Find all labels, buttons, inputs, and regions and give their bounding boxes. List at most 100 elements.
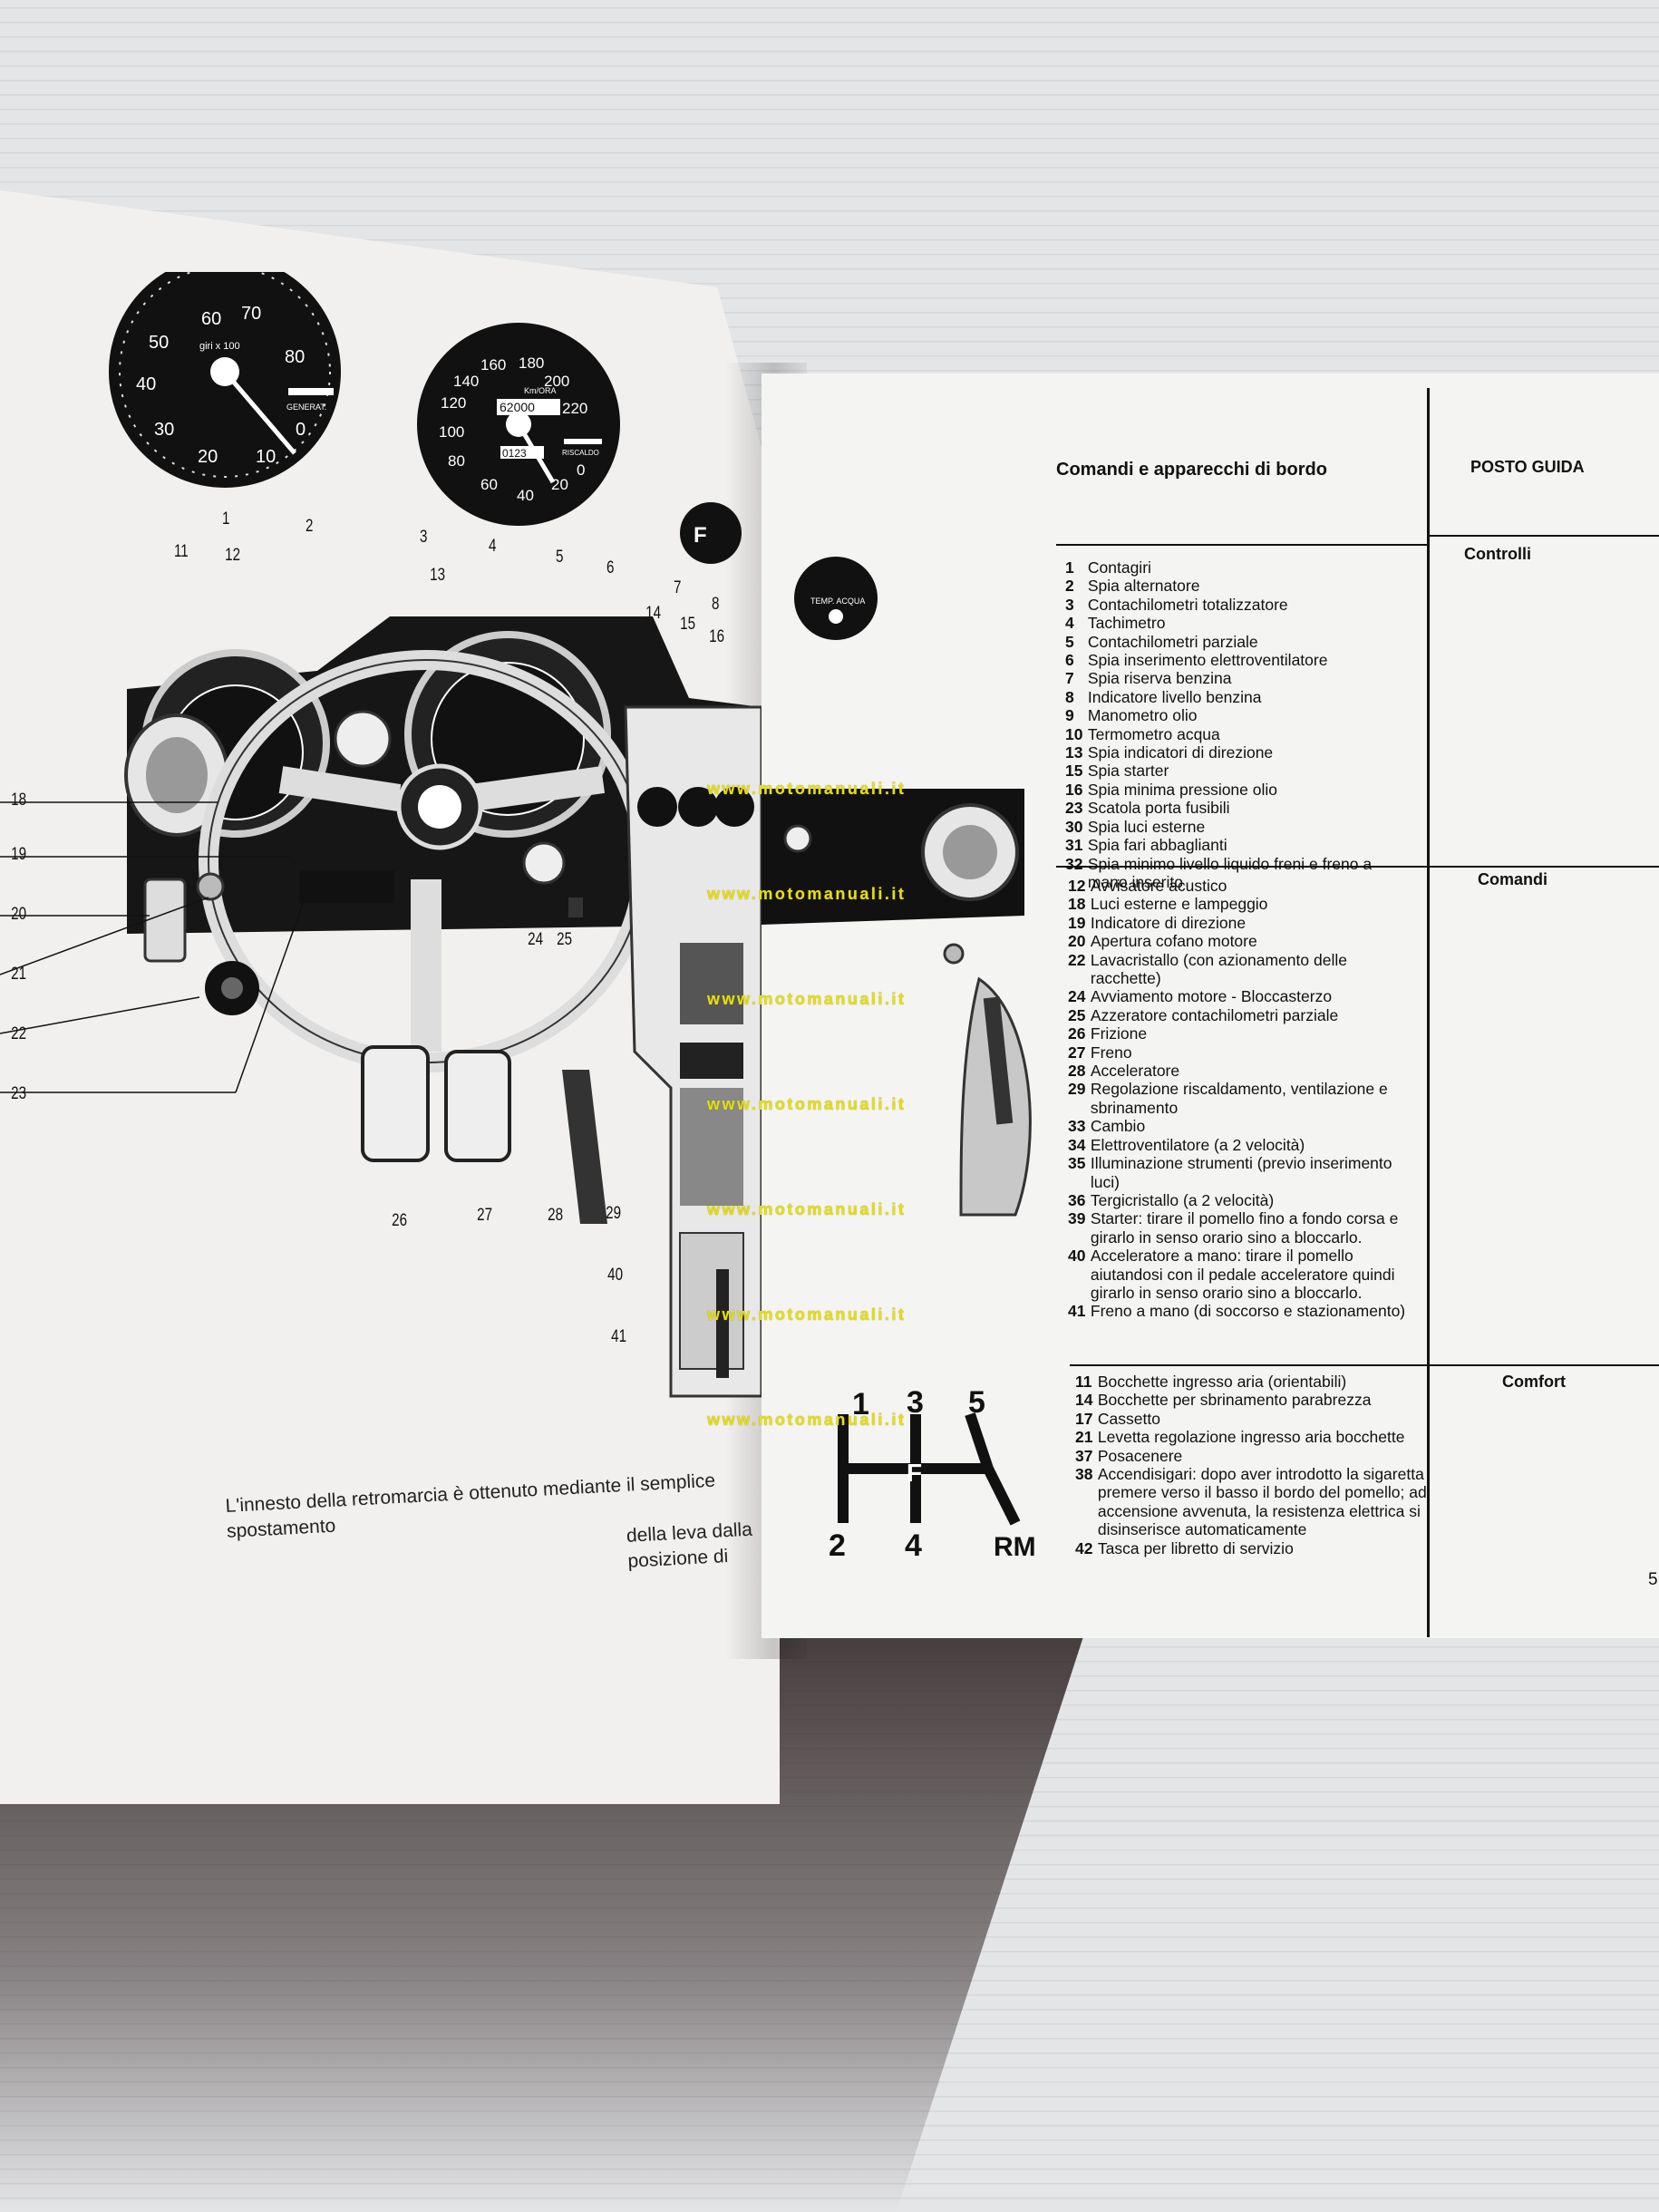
page-title: Comandi e apparecchi di bordo — [1056, 460, 1327, 480]
gear-3: 3 — [907, 1387, 924, 1420]
callout-12: 12 — [225, 546, 241, 565]
tach-label-80: 80 — [285, 347, 305, 367]
watermark-3: www.motomanuali.it — [707, 990, 907, 1008]
callout-6: 6 — [606, 558, 615, 577]
list-item: 12 Avvisatore acustico — [1068, 877, 1227, 895]
callout-23: 23 — [11, 1084, 27, 1103]
callout-40: 40 — [607, 1266, 624, 1285]
gear-2: 2 — [829, 1528, 846, 1559]
tach-label-10: 10 — [256, 447, 276, 467]
callout-20: 20 — [11, 905, 27, 924]
gear-reverse: RM — [994, 1532, 1036, 1559]
callout-14: 14 — [645, 604, 662, 623]
callout-28: 28 — [548, 1206, 564, 1225]
callout-4: 4 — [489, 537, 497, 556]
callout-3: 3 — [420, 528, 428, 547]
callout-leader-lines — [0, 801, 309, 1093]
list-item: 28 Acceleratore — [1068, 1062, 1180, 1081]
callout-11: 11 — [173, 542, 189, 561]
list-item: 34 Elettroventilatore (a 2 velocità) — [1068, 1135, 1305, 1154]
section-label-comandi: Comandi — [1478, 870, 1548, 888]
rule-comfort — [1070, 1364, 1659, 1366]
list-item: 18 Luci esterne e lampeggio — [1068, 895, 1268, 914]
gear-5: 5 — [968, 1387, 985, 1420]
comandi-list: 12 Avvisatore acustico 18 Luci esterne e… — [1068, 877, 1421, 1321]
list-item: 27 Freno — [1068, 1043, 1132, 1062]
list-item: 2 Spia alternatore — [1065, 577, 1200, 596]
watermark-2: www.motomanuali.it — [707, 885, 907, 903]
list-item: 30 Spia luci esterne — [1065, 817, 1206, 836]
watermark-6: www.motomanuali.it — [707, 1305, 907, 1324]
speedo-label-220: 220 — [562, 400, 587, 417]
list-item: 13 Spia indicatori di direzione — [1065, 743, 1274, 762]
list-item: 14 Bocchette per sbrinamento parabrezza — [1075, 1391, 1372, 1410]
rule-controlli-left — [1056, 544, 1430, 546]
list-item: 4 Tachimetro — [1065, 614, 1166, 633]
tach-unit-label: giri x 100 — [199, 341, 240, 352]
speedo-label-40: 40 — [517, 487, 534, 504]
list-item: 29 Regolazione riscaldamento, ventilazio… — [1068, 1080, 1388, 1117]
callout-8: 8 — [712, 595, 720, 614]
callout-16: 16 — [709, 627, 725, 646]
speedo-unit-label: Km/ORA — [524, 386, 557, 395]
list-item: 36 Tergicristallo (a 2 velocità) — [1068, 1190, 1275, 1209]
passenger-dashboard-illustration — [762, 789, 1032, 1217]
odometer-partial: 0123 — [502, 447, 527, 460]
list-item: 33 Cambio — [1068, 1117, 1146, 1136]
tach-label-0: 0 — [296, 420, 306, 440]
tach-label-40: 40 — [136, 374, 156, 394]
list-item: 3 Contachilometri totalizzatore — [1065, 595, 1288, 614]
tach-label-20: 20 — [198, 447, 218, 467]
list-item: 39 Starter: tirare il pomello fino a fon… — [1068, 1209, 1399, 1247]
callout-7: 7 — [674, 578, 682, 597]
center-console — [624, 705, 763, 1398]
list-item: 10 Termometro acqua — [1065, 724, 1220, 743]
odometer-total: 62000 — [500, 400, 535, 414]
list-item: 15 Spia starter — [1065, 762, 1169, 781]
callout-5: 5 — [556, 548, 564, 567]
fuel-gauge: F — [680, 502, 742, 564]
callout-22: 22 — [11, 1024, 27, 1043]
list-item: 6 Spia inserimento elettroventilatore — [1065, 651, 1328, 670]
speedo-riscaldo-label: RISCALDO — [562, 449, 599, 457]
speedo-label-80: 80 — [448, 452, 465, 470]
controlli-list: 1 Contagiri 2 Spia alternatore 3 Contach… — [1065, 558, 1414, 891]
rule-controlli-right — [1430, 535, 1659, 537]
section-label-comfort: Comfort — [1502, 1373, 1566, 1391]
watermark-7: www.motomanuali.it — [707, 1411, 907, 1429]
list-item: 23 Scatola porta fusibili — [1065, 799, 1230, 818]
speedo-label-120: 120 — [441, 394, 466, 412]
callout-29: 29 — [606, 1204, 622, 1223]
list-item: 25 Azzeratore contachilometri parziale — [1068, 1005, 1339, 1024]
svg-text:F: F — [694, 523, 707, 548]
list-item: 9 Manometro olio — [1065, 706, 1198, 725]
watermark-4: www.motomanuali.it — [707, 1095, 907, 1113]
speedometer-gauge: 160 180 140 200 120 220 100 80 60 40 20 … — [417, 323, 620, 526]
callout-25: 25 — [557, 930, 573, 949]
list-item: 20 Apertura cofano motore — [1068, 932, 1257, 951]
speedo-label-180: 180 — [519, 354, 544, 372]
list-item: 26 Frizione — [1068, 1024, 1148, 1043]
section-label-controlli: Controlli — [1464, 545, 1531, 563]
gear-4: 4 — [905, 1528, 922, 1559]
speedo-label-0: 0 — [577, 461, 585, 479]
list-item: 8 Indicatore livello benzina — [1065, 687, 1262, 706]
callout-27: 27 — [477, 1206, 493, 1225]
speedo-label-60: 60 — [480, 476, 498, 493]
callout-19: 19 — [11, 845, 27, 864]
list-item: 16 Spia minima pressione olio — [1065, 780, 1278, 799]
list-item: 21 Levetta regolazione ingresso aria boc… — [1075, 1428, 1405, 1447]
list-item: 42 Tasca per libretto di servizio — [1075, 1538, 1294, 1557]
water-gauge-label: TEMP. ACQUA — [810, 597, 865, 606]
dashboard-illustration: 60 70 50 40 30 20 10 80 0 giri x 100 GEN… — [0, 272, 763, 1398]
watermark-5: www.motomanuali.it — [707, 1200, 907, 1218]
gear-shift-pattern: 1 3 5 2 4 RM F — [829, 1387, 1036, 1559]
pedals — [361, 1045, 607, 1224]
callout-26: 26 — [392, 1211, 408, 1230]
speedo-label-200: 200 — [544, 373, 569, 390]
speedo-label-140: 140 — [453, 373, 479, 390]
list-item: 17 Cassetto — [1075, 1409, 1160, 1428]
list-item: 19 Indicatore di direzione — [1068, 913, 1247, 932]
gear-1: 1 — [852, 1387, 869, 1421]
callout-13: 13 — [430, 566, 446, 585]
